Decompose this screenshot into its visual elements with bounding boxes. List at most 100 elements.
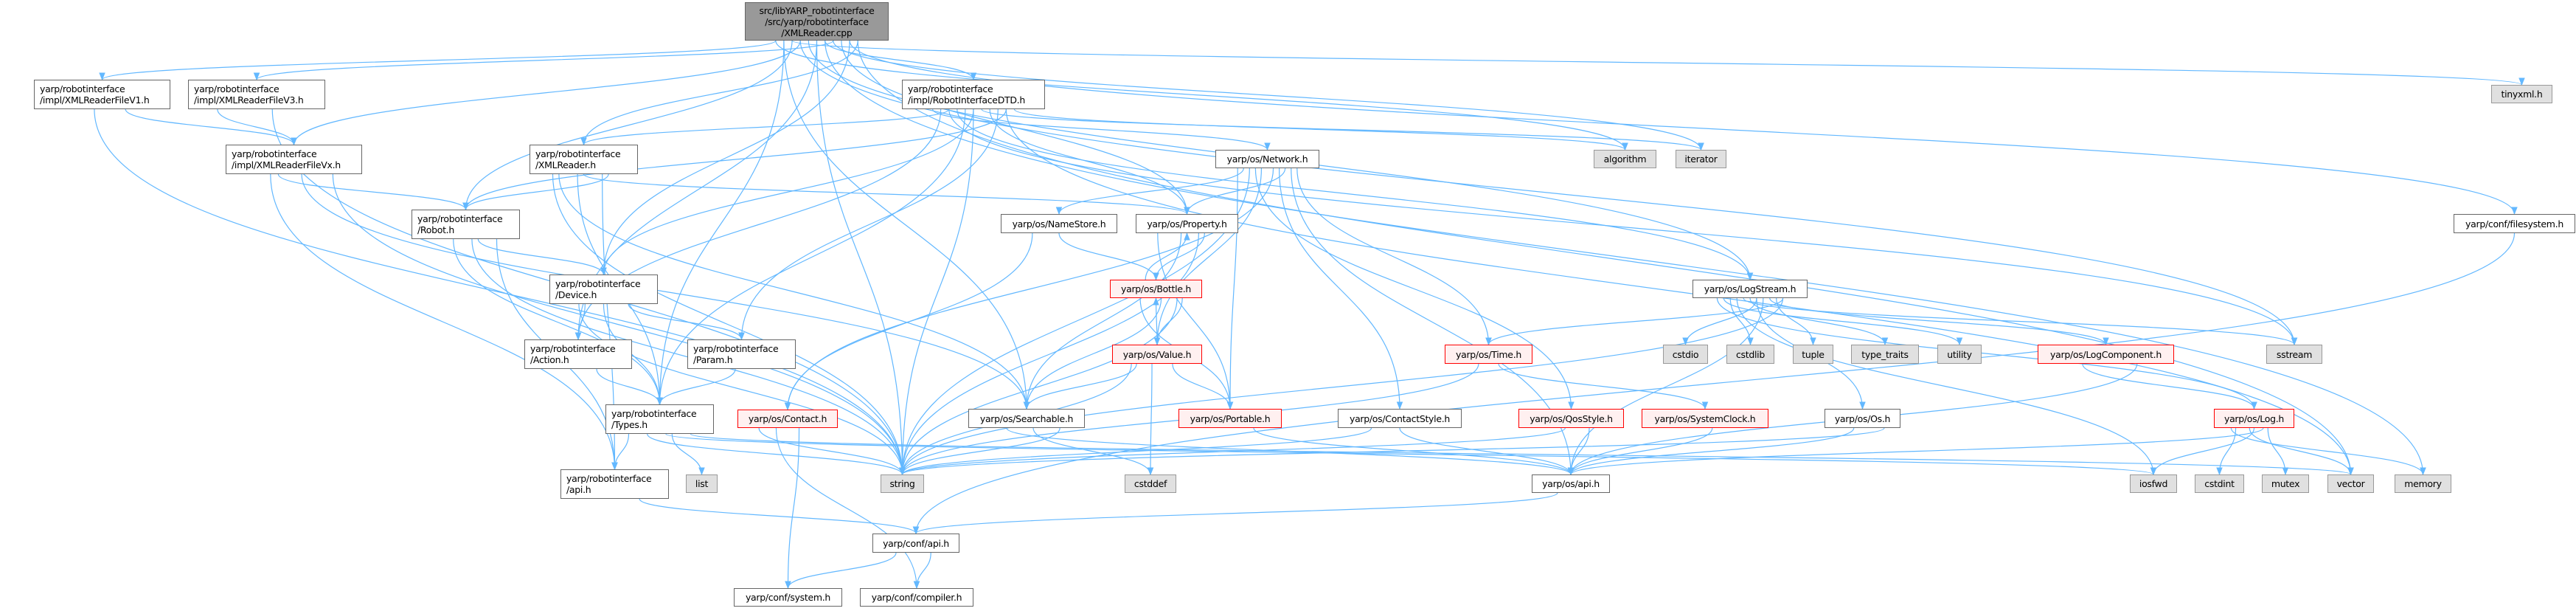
graph-node-types[interactable]: yarp/robotinterface /Types.h <box>605 404 714 434</box>
edge-root-to-tinyxml <box>791 40 2525 86</box>
graph-node-portable[interactable]: yarp/os/Portable.h <box>1178 409 1282 428</box>
graph-node-confsystem[interactable]: yarp/conf/system.h <box>734 588 842 607</box>
edge-time-to-systemclock <box>1498 363 1709 410</box>
graph-node-mutex: mutex <box>2262 474 2309 493</box>
edge-logstream-to-log <box>1716 297 2257 410</box>
graph-node-logcomponent[interactable]: yarp/os/LogComponent.h <box>2038 345 2174 364</box>
edge-logstream-to-string <box>899 297 1784 476</box>
edge-logstream-to-cstdio <box>1682 297 1757 346</box>
edge-network-to-time <box>1296 168 1492 346</box>
edge-property-to-string <box>899 232 1199 476</box>
edge-searchable-to-string <box>899 427 1060 476</box>
edge-dtd-to-property <box>989 108 1190 215</box>
edge-qosstyle-to-string <box>899 427 1566 476</box>
graph-node-logstream[interactable]: yarp/os/LogStream.h <box>1693 280 1808 298</box>
edge-searchable-to-cstddef <box>1032 427 1154 476</box>
graph-node-robot[interactable]: yarp/robotinterface /Robot.h <box>412 210 520 239</box>
edge-filesystem-to-confapi <box>912 232 2516 535</box>
edge-contact-to-confsystem <box>785 427 800 590</box>
edge-systemclock-to-osapi <box>1567 427 1713 476</box>
edge-dtd-to-network <box>931 108 1271 151</box>
graph-node-filesystem[interactable]: yarp/conf/filesystem.h <box>2454 214 2575 233</box>
edge-confapi-to-confcompiler <box>913 552 931 590</box>
graph-node-network[interactable]: yarp/os/Network.h <box>1215 150 1319 168</box>
edge-value-to-portable <box>1172 363 1234 410</box>
edge-v1-to-string <box>94 108 906 476</box>
edge-logstream-to-osapi <box>1567 297 1764 476</box>
edge-root-to-robot <box>462 40 793 211</box>
edge-dtd-to-robot <box>462 108 1007 211</box>
edge-robot-to-string <box>471 238 906 476</box>
edge-bottle-to-string <box>899 297 1178 476</box>
graph-node-vector: vector <box>2327 474 2374 493</box>
graph-node-dtd[interactable]: yarp/robotinterface /impl/RobotInterface… <box>902 80 1045 109</box>
graph-node-confapi[interactable]: yarp/conf/api.h <box>872 534 959 553</box>
edge-dtd-to-device <box>600 108 974 276</box>
graph-node-searchable[interactable]: yarp/os/Searchable.h <box>968 409 1085 428</box>
graph-node-qosstyle[interactable]: yarp/os/QosStyle.h <box>1518 409 1624 428</box>
graph-node-string: string <box>881 474 924 493</box>
edge-property-to-portable <box>1157 232 1234 410</box>
edge-root-to-searchable <box>783 40 1030 410</box>
edge-network-to-contactstyle <box>1279 168 1403 410</box>
edge-os-to-osapi <box>1567 427 1855 476</box>
edge-param-to-types <box>656 368 736 406</box>
graph-node-contact[interactable]: yarp/os/Contact.h <box>737 410 838 428</box>
graph-node-value[interactable]: yarp/os/Value.h <box>1112 345 1202 364</box>
graph-node-osapi[interactable]: yarp/os/api.h <box>1532 474 1610 493</box>
graph-node-cstddef: cstddef <box>1125 474 1176 493</box>
graph-node-namestore[interactable]: yarp/os/NameStore.h <box>1001 214 1117 233</box>
graph-node-memory: memory <box>2395 474 2451 493</box>
edge-value-to-searchable <box>1023 363 1137 410</box>
edge-bottle-to-searchable <box>1023 297 1162 410</box>
edge-searchable-to-osapi <box>1006 427 1575 476</box>
graph-node-param[interactable]: yarp/robotinterface /Param.h <box>687 339 796 369</box>
edge-contact-to-string <box>758 427 906 476</box>
graph-node-device[interactable]: yarp/robotinterface /Device.h <box>549 275 658 304</box>
graph-node-time[interactable]: yarp/os/Time.h <box>1445 345 1532 364</box>
edge-root-to-sstream <box>799 40 2298 346</box>
graph-node-action[interactable]: yarp/robotinterface /Action.h <box>524 339 632 369</box>
edge-property-to-bottle <box>1153 232 1205 281</box>
graph-node-contactstyle[interactable]: yarp/os/ContactStyle.h <box>1338 409 1462 428</box>
graph-node-xmlreader[interactable]: yarp/robotinterface /XMLReader.h <box>530 145 638 174</box>
edge-robot-to-device <box>477 238 607 276</box>
graph-node-v1[interactable]: yarp/robotinterface /impl/XMLReaderFileV… <box>34 80 170 109</box>
edge-logstream-to-tuple <box>1776 297 1816 346</box>
graph-node-systemclock[interactable]: yarp/os/SystemClock.h <box>1642 409 1768 428</box>
edge-network-to-property <box>1184 168 1286 215</box>
edge-logcomponent-to-log <box>2082 363 2257 410</box>
edge-root-to-vx <box>291 40 801 146</box>
graph-node-log[interactable]: yarp/os/Log.h <box>2214 409 2294 428</box>
edge-types-to-iosfwd <box>665 433 2156 476</box>
graph-node-v3[interactable]: yarp/robotinterface /impl/XMLReaderFileV… <box>188 80 325 109</box>
graph-node-confcompiler[interactable]: yarp/conf/compiler.h <box>860 588 973 607</box>
graph-node-riapi[interactable]: yarp/robotinterface /api.h <box>560 469 669 499</box>
graph-node-property[interactable]: yarp/os/Property.h <box>1136 214 1238 233</box>
edge-logstream-to-logcomponent <box>1769 297 2109 346</box>
edge-value-to-bottle <box>1153 297 1159 345</box>
edge-dtd-to-vector <box>1005 108 2354 476</box>
edge-root-to-v1 <box>99 40 777 81</box>
edge-dtd-to-sstream <box>948 108 2298 346</box>
edge-xmlreader-to-property <box>583 173 1190 215</box>
graph-node-vx[interactable]: yarp/robotinterface /impl/XMLReaderFileV… <box>226 145 362 174</box>
edge-logstream-to-time <box>1485 297 1784 346</box>
graph-node-tinyxml: tinyxml.h <box>2491 85 2552 103</box>
graph-node-cstdint: cstdint <box>2195 474 2244 493</box>
edge-log-to-memory <box>2230 427 2426 476</box>
edge-log-to-iosfwd <box>2150 427 2255 476</box>
edge-types-to-list <box>671 433 705 476</box>
graph-node-os[interactable]: yarp/os/Os.h <box>1825 409 1900 428</box>
edge-root-to-device <box>600 40 850 276</box>
edge-vx-to-robot <box>277 173 469 211</box>
edge-types-to-vector <box>690 433 2354 476</box>
graph-node-bottle[interactable]: yarp/os/Bottle.h <box>1110 280 1202 298</box>
edge-xmlreader-to-string <box>552 173 906 476</box>
edge-root-to-algorithm <box>775 40 1628 151</box>
graph-node-type_traits: type_traits <box>1851 345 1919 364</box>
edge-v3-to-vx <box>217 108 297 146</box>
edge-logstream-to-utility <box>1723 297 1963 346</box>
edge-root-to-v3 <box>253 40 834 81</box>
